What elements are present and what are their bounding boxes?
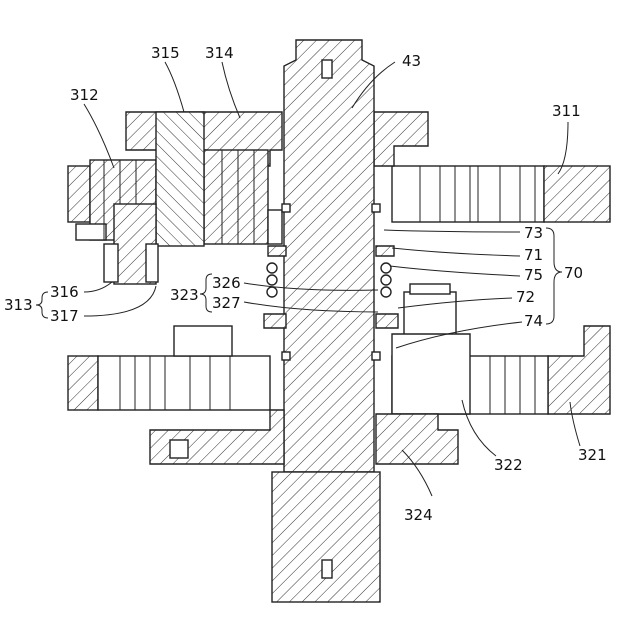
label-72: 72	[516, 288, 535, 306]
label-326: 326	[212, 274, 241, 292]
bearing-upper-right	[374, 112, 428, 166]
label-321: 321	[578, 446, 607, 464]
label-317: 317	[50, 307, 79, 325]
label-71: 71	[524, 246, 543, 264]
label-311: 311	[552, 102, 581, 120]
label-75: 75	[524, 266, 543, 284]
label-324: 324	[404, 506, 433, 524]
label-313: 313	[4, 296, 33, 314]
label-327: 327	[212, 294, 241, 312]
label-73: 73	[524, 224, 543, 242]
label-74: 74	[524, 312, 543, 330]
gear-311	[392, 166, 610, 222]
label-315: 315	[151, 44, 180, 62]
shaft-43	[282, 40, 380, 472]
label-70: 70	[564, 264, 583, 282]
shaft-324-lower	[272, 472, 380, 602]
clutch-70	[376, 246, 456, 336]
label-43: 43	[402, 52, 421, 70]
label-323: 323	[170, 286, 199, 304]
gear-322	[376, 334, 470, 464]
lower-left-gear	[68, 326, 284, 464]
label-314: 314	[205, 44, 234, 62]
label-322: 322	[494, 456, 523, 474]
label-316: 316	[50, 283, 79, 301]
label-312: 312	[70, 86, 99, 104]
pin-315	[156, 112, 204, 246]
